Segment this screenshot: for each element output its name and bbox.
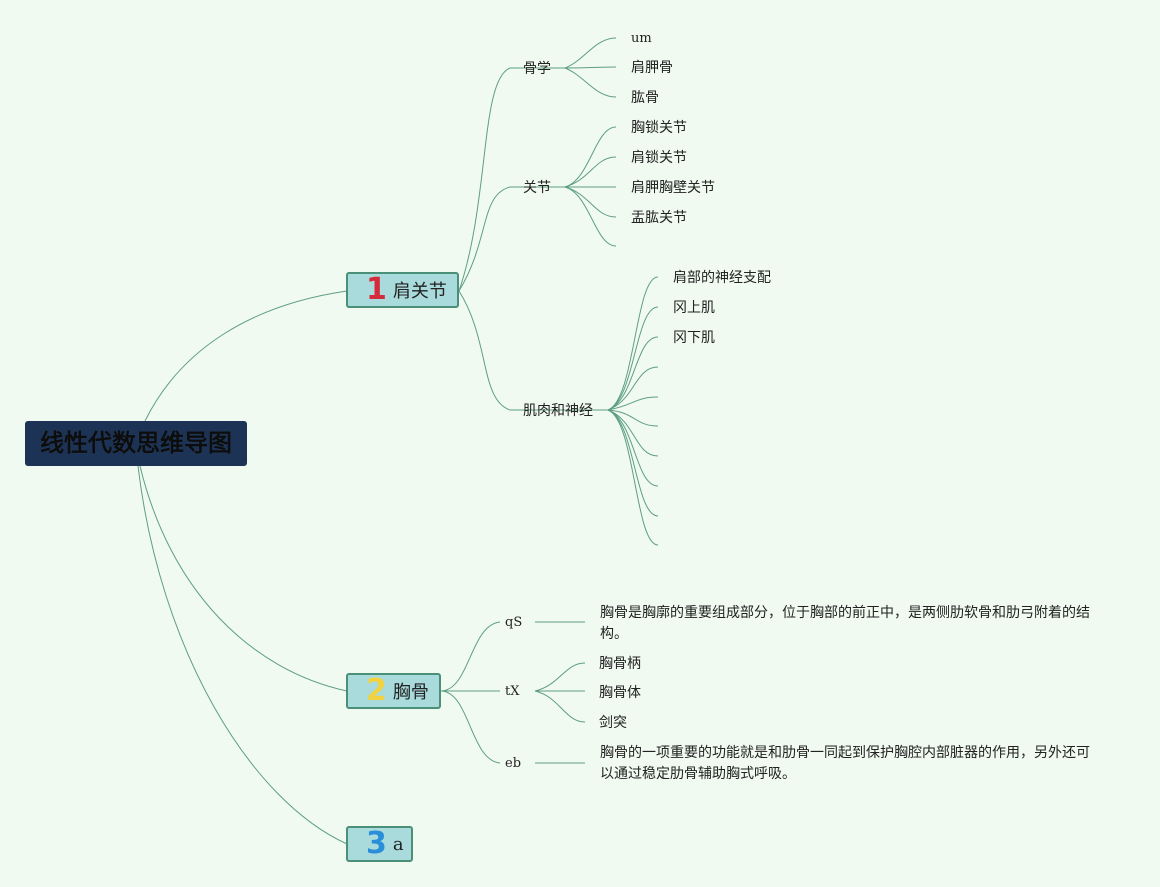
branch-label: 胸骨	[392, 682, 429, 703]
leaf-node[interactable]: 肩胛骨	[631, 60, 673, 76]
branch-a[interactable]: 3 a	[346, 826, 413, 862]
leaf-node[interactable]: 肩部的神经支配	[673, 270, 771, 286]
branch-number: 2	[366, 673, 387, 708]
leaf-node[interactable]: 剑突	[599, 715, 627, 731]
leaf-paragraph[interactable]: 胸骨是胸廓的重要组成部分，位于胸部的前正中，是两侧肋软骨和肋弓附着的结构。	[600, 605, 1090, 642]
sub-node-muscle-nerve[interactable]: 肌肉和神经	[523, 403, 593, 419]
branch-number: 1	[366, 272, 387, 307]
branch-label: a	[392, 833, 404, 855]
branch-label: 肩关节	[392, 281, 447, 302]
leaf-node[interactable]: 盂肱关节	[631, 210, 687, 226]
branch-number: 3	[366, 826, 387, 861]
root-title: 线性代数思维导图	[40, 429, 232, 457]
sub-node-joint[interactable]: 关节	[523, 180, 551, 196]
leaf-node[interactable]: 肩胛胸壁关节	[631, 180, 715, 196]
branch-shoulder-joint[interactable]: 1 肩关节	[346, 272, 459, 308]
root-node[interactable]: 线性代数思维导图	[25, 421, 247, 466]
leaf-node[interactable]: 胸骨体	[599, 685, 641, 701]
sub-node-bone[interactable]: 骨学	[523, 61, 551, 77]
leaf-node[interactable]: 冈上肌	[673, 300, 715, 316]
leaf-node[interactable]: 肱骨	[631, 90, 659, 106]
leaf-node[interactable]: 胸锁关节	[631, 120, 687, 136]
branch-sternum[interactable]: 2 胸骨	[346, 673, 441, 709]
leaf-node[interactable]: 胸骨柄	[599, 656, 641, 672]
leaf-node[interactable]: um	[631, 31, 652, 46]
leaf-node[interactable]: 肩锁关节	[631, 150, 687, 166]
sub-node-tx[interactable]: tX	[505, 684, 520, 699]
sub-node-qs[interactable]: qS	[505, 615, 523, 630]
leaf-node[interactable]: 冈下肌	[673, 330, 715, 346]
leaf-paragraph[interactable]: 胸骨的一项重要的功能就是和肋骨一同起到保护胸腔内部脏器的作用，另外还可以通过稳定…	[600, 745, 1090, 782]
sub-node-eb[interactable]: eb	[505, 756, 522, 771]
